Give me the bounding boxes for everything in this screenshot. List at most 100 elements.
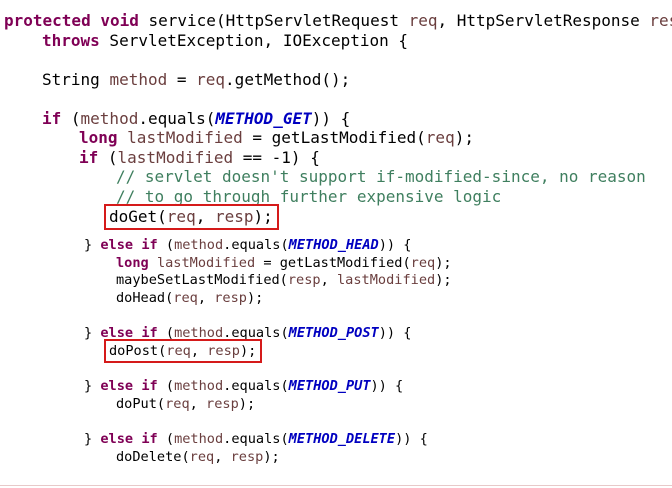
code-line-long-decl: long lastModified = getLastModified(req)… [116,254,452,272]
code-text: doDelete( [116,449,190,465]
variable: req [166,207,196,226]
variable: method [174,325,224,341]
variable: lastModified [127,128,243,147]
variable: req [166,343,191,359]
code-text: ( [157,325,175,341]
code-text: .equals( [223,325,289,341]
code-text: .getMethod(); [225,70,351,89]
code-text: .equals( [223,378,289,394]
keyword: else [100,237,134,253]
code-text: == -1) { [233,148,320,167]
code-text: ); [435,272,452,288]
code-text: = [167,70,197,89]
code-text: doHead( [116,290,174,306]
keyword: else [100,325,134,341]
code-text: } [84,431,101,447]
keyword: if [141,325,158,341]
code-text: , HttpServletResponse [437,11,650,30]
code-line-doput: doPut(req, resp); [116,395,255,413]
code-text: , [189,396,207,412]
code-line-dohead: doHead(req, resp); [116,289,263,307]
code-text: service(HttpServletRequest [138,11,409,30]
code-line-else-if-post: } else if (method.equals(METHOD_POST)) { [84,324,411,342]
code-text: , [197,290,215,306]
variable: resp [214,207,254,226]
doget-highlight-box: doGet(req, resp); [104,204,279,230]
variable: method [174,237,224,253]
code-line-else-if-head: } else if (method.equals(METHOD_HEAD)) { [84,236,411,254]
bottom-divider [0,485,672,486]
code-comment: // to go through further expensive logic [116,187,502,206]
code-text: )) { [378,325,412,341]
code-text: ); [238,396,256,412]
code-line-long-decl: long lastModified = getLastModified(req)… [79,128,474,148]
code-text: , [190,343,208,359]
code-text: String [42,70,110,89]
code-line-if-get: if (method.equals(METHOD_GET)) { [42,109,350,129]
variable: resp [287,272,321,288]
code-line-maybe-set: maybeSetLastModified(resp, lastModified)… [116,271,452,289]
variable: method [109,70,168,89]
constant: METHOD_PUT [288,378,371,394]
constant: METHOD_HEAD [288,237,379,253]
code-text: = getLastModified( [242,128,426,147]
variable: req [196,70,226,89]
keyword: else [100,378,134,394]
code-text: )) { [395,431,428,447]
code-text: ); [454,128,474,147]
code-line-doget: doGet(req, resp); [104,204,279,230]
variable: resp [214,290,247,306]
keyword: if [42,109,62,128]
variable: lastModified [117,148,234,167]
code-text: } [84,325,101,341]
code-text: )) { [311,109,351,128]
keyword: if [141,378,158,394]
keyword: throws [42,31,100,50]
variable: req [425,128,455,147]
keyword: if [79,148,99,167]
code-text: .equals( [223,237,289,253]
code-text: ( [61,109,81,128]
code-text: ); [239,343,257,359]
code-text: ( [157,237,175,253]
code-text: ( [157,431,175,447]
dopost-highlight-box: doPost(req, resp); [103,339,263,363]
keyword: if [141,237,158,253]
variable: req [408,11,438,30]
code-text: ); [246,290,264,306]
variable: resp [230,449,264,465]
keyword: if [141,431,158,447]
code-line-method-decl: String method = req.getMethod(); [42,70,350,90]
code-text: doGet( [109,207,167,226]
keyword: else [100,431,134,447]
variable: req [189,449,215,465]
variable: resp [207,343,240,359]
variable: method [80,109,139,128]
code-line-throws: throws ServletException, IOException { [42,31,408,51]
code-text: doPut( [116,396,166,412]
keyword: protected [4,11,91,30]
code-text: maybeSetLastModified( [116,272,288,288]
code-line-else-if-put: } else if (method.equals(METHOD_PUT)) { [84,377,403,395]
constant: METHOD_DELETE [288,431,396,447]
code-text: .equals( [223,431,289,447]
variable: resp [649,11,672,30]
code-text: .equals( [138,109,216,128]
code-text: , [214,449,231,465]
code-line-dopost: doPost(req, resp); [103,339,263,363]
code-line-else-if-delete: } else if (method.equals(METHOD_DELETE))… [84,430,428,448]
code-text: ( [157,378,175,394]
code-text: ServletException, IOException { [99,31,409,50]
variable: resp [206,396,239,412]
code-text: )) { [370,378,404,394]
variable: method [174,378,224,394]
variable: lastModified [156,255,256,271]
code-comment: // servlet doesn't support if-modified-s… [116,167,646,186]
keyword: long [79,128,118,147]
constant: METHOD_POST [288,325,379,341]
variable: req [165,396,190,412]
code-text: doPost( [109,343,167,359]
code-text: , [320,272,337,288]
code-text: ); [435,255,452,271]
